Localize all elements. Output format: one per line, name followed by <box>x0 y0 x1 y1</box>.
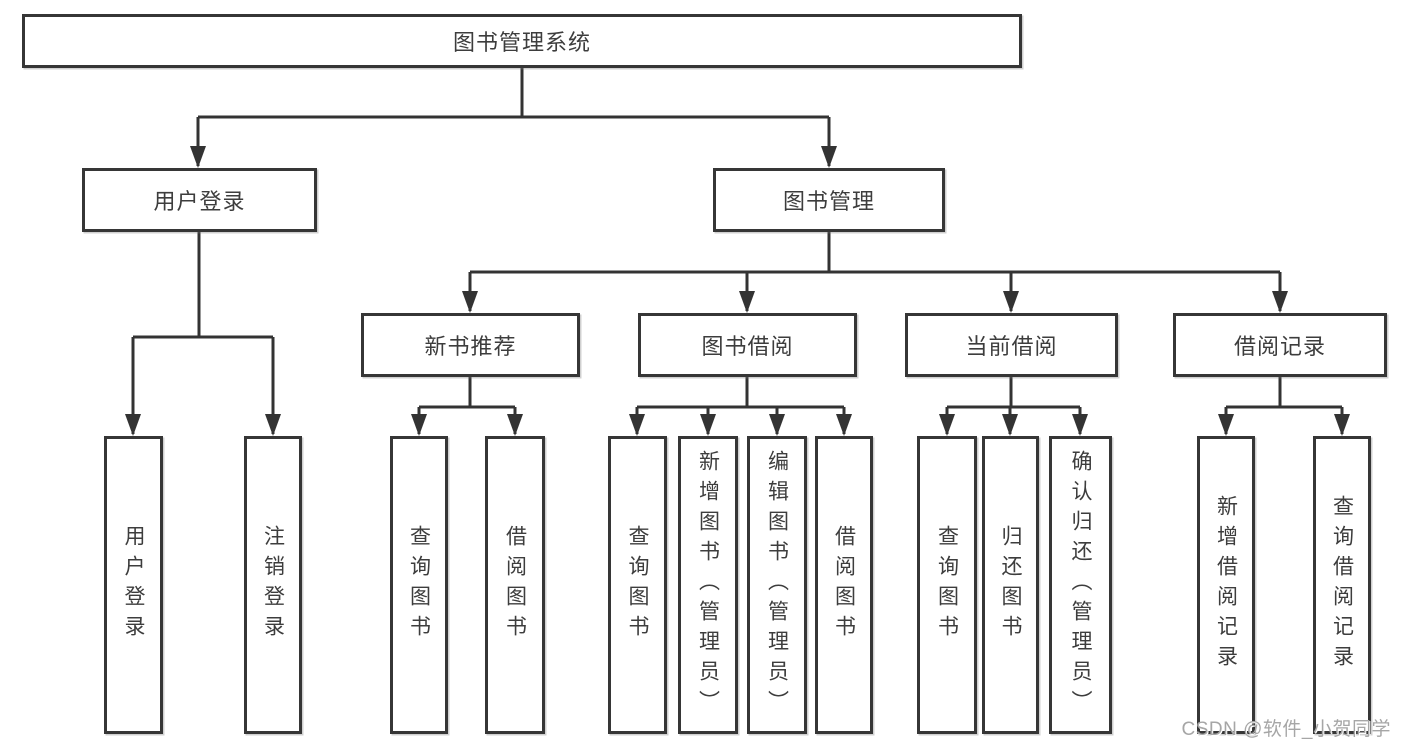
arrowheads <box>125 146 1350 436</box>
leaf-return-books: 归还图书 <box>982 436 1039 734</box>
node-book-management: 图书管理 <box>713 168 945 232</box>
connector-root-to-level2 <box>196 68 831 166</box>
leaf-borrow-books: 借阅图书 <box>815 436 873 734</box>
leaf-add-books-admin: 新增图书（管理员） <box>678 436 738 734</box>
leaf-user-login: 用户登录 <box>104 436 163 734</box>
node-root-library-system: 图书管理系统 <box>22 14 1022 68</box>
leaf-add-borrow-record: 新增借阅记录 <box>1197 436 1255 734</box>
node-current-borrow: 当前借阅 <box>905 313 1118 377</box>
leaf-edit-books-admin: 编辑图书（管理员） <box>747 436 807 734</box>
leaf-search-books-borrow: 查询图书 <box>608 436 667 734</box>
leaf-confirm-return-admin: 确认归还（管理员） <box>1049 436 1112 734</box>
leaf-search-books-current: 查询图书 <box>917 436 977 734</box>
node-new-book-recommend: 新书推荐 <box>361 313 580 377</box>
connector-borrow-records-to-leaves <box>1224 377 1344 434</box>
connector-new-books-to-leaves <box>417 377 517 434</box>
connector-book-management-to-level3 <box>468 232 1282 311</box>
node-book-borrow: 图书借阅 <box>638 313 857 377</box>
leaf-borrow-books-recommend: 借阅图书 <box>485 436 545 734</box>
connector-user-login-to-leaves <box>131 232 275 434</box>
node-borrow-records: 借阅记录 <box>1173 313 1387 377</box>
csdn-watermark: CSDN @软件_小贺同学 <box>1181 719 1391 740</box>
leaf-search-borrow-record: 查询借阅记录 <box>1313 436 1371 734</box>
connector-book-borrow-to-leaves <box>635 377 846 434</box>
node-user-login: 用户登录 <box>82 168 317 232</box>
leaf-logout: 注销登录 <box>244 436 302 734</box>
leaf-search-books-recommend: 查询图书 <box>390 436 448 734</box>
